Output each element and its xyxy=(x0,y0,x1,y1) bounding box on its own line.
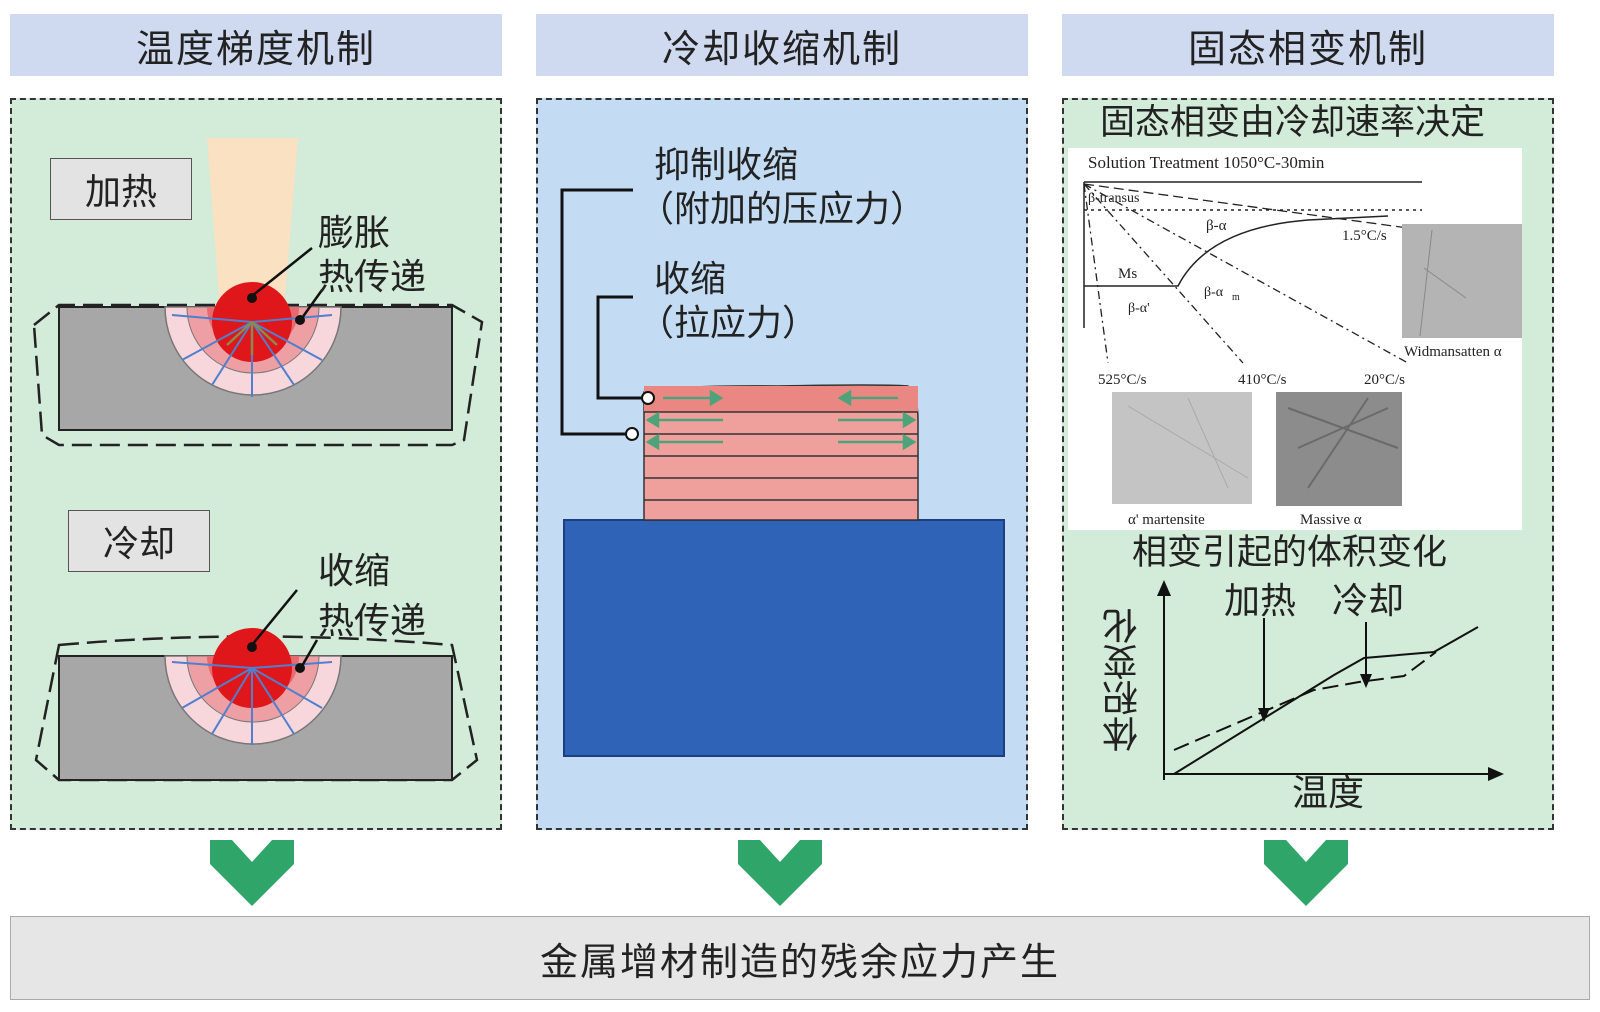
expansion-label: 膨胀 xyxy=(318,213,391,254)
svg-text:525°C/s: 525°C/s xyxy=(1098,372,1147,388)
suppress-shrink-label: 抑制收缩 xyxy=(654,145,799,186)
distortion-outline-cooling xyxy=(34,635,479,782)
heating-cooling-diagram xyxy=(32,138,484,782)
graph-heating-label: 加热 xyxy=(1224,581,1297,622)
svg-text:β-α: β-α xyxy=(1204,285,1224,300)
graph-cooling-label: 冷却 xyxy=(1332,581,1405,622)
svg-text:Widmansatten α: Widmansatten α xyxy=(1404,344,1502,360)
down-arrow-icon xyxy=(1264,840,1348,906)
deposition-layers-diagram xyxy=(560,188,1005,757)
tensile-stress-label: （拉应力） xyxy=(638,303,819,344)
svg-text:α' martensite: α' martensite xyxy=(1128,512,1205,528)
panel-phase-transformation: 固态相变由冷却速率决定 Solution Treatment 1050°C-30… xyxy=(1062,98,1554,830)
heat-arrows-cooling xyxy=(171,661,333,745)
panel-cooling-shrinkage: 抑制收缩 （附加的压应力） 收缩 （拉应力） xyxy=(536,98,1028,830)
bracket-shrink xyxy=(596,295,642,400)
svg-text:β-α': β-α' xyxy=(1128,301,1150,316)
stress-arrows xyxy=(645,389,917,451)
cooling-curve xyxy=(1173,651,1437,751)
heating-label-box: 加热 xyxy=(50,158,192,220)
svg-text:Massive α: Massive α xyxy=(1300,512,1362,528)
svg-text:1.5°C/s: 1.5°C/s xyxy=(1342,228,1387,244)
down-arrow-icon xyxy=(738,840,822,906)
header-cooling-shrinkage: 冷却收缩机制 xyxy=(536,14,1028,76)
cct-diagram: Solution Treatment 1050°C-30min β-transu… xyxy=(1068,148,1522,530)
svg-text:20°C/s: 20°C/s xyxy=(1364,372,1405,388)
header-temperature-gradient: 温度梯度机制 xyxy=(10,14,502,76)
graph-y-axis-label: 体积变化 xyxy=(1103,608,1144,752)
compressive-stress-label: （附加的压应力） xyxy=(638,189,927,230)
svg-text:β-transus: β-transus xyxy=(1088,191,1139,206)
heat-transfer-label: 热传递 xyxy=(318,257,427,298)
substrate xyxy=(563,519,1005,757)
residual-stress-footer: 金属增材制造的残余应力产生 xyxy=(10,916,1590,1000)
heating-curve xyxy=(1173,626,1479,775)
volume-change-graph xyxy=(1157,580,1504,781)
svg-text:410°C/s: 410°C/s xyxy=(1238,372,1287,388)
down-arrow-icon xyxy=(210,840,294,906)
graph-x-axis-label: 温度 xyxy=(1292,773,1365,814)
svg-text:m: m xyxy=(1232,292,1240,303)
distortion-outline-heating xyxy=(32,303,484,447)
heat-arrows-heating xyxy=(171,314,333,397)
panel-temperature-gradient: 加热 膨胀 热传递 冷却 收缩 热传递 xyxy=(10,98,502,830)
svg-text:Ms: Ms xyxy=(1118,266,1137,282)
header-phase-transformation: 固态相变机制 xyxy=(1062,14,1554,76)
phase-title: 固态相变由冷却速率决定 xyxy=(1100,103,1486,143)
svg-text:β-α: β-α xyxy=(1206,218,1227,234)
bracket-suppress xyxy=(560,188,633,436)
widmanstatten-micrograph xyxy=(1402,224,1522,338)
shrink-label-2: 收缩 xyxy=(654,259,727,300)
heat-beam xyxy=(207,138,298,310)
volume-change-title: 相变引起的体积变化 xyxy=(1132,533,1448,573)
shrink-label: 收缩 xyxy=(318,551,391,592)
heat-arrows-inner xyxy=(226,321,278,355)
svg-text:Solution Treatment 1050°C-30mi: Solution Treatment 1050°C-30min xyxy=(1088,153,1325,172)
cooling-label-box: 冷却 xyxy=(68,510,210,572)
heat-transfer-label-2: 热传递 xyxy=(318,601,427,642)
